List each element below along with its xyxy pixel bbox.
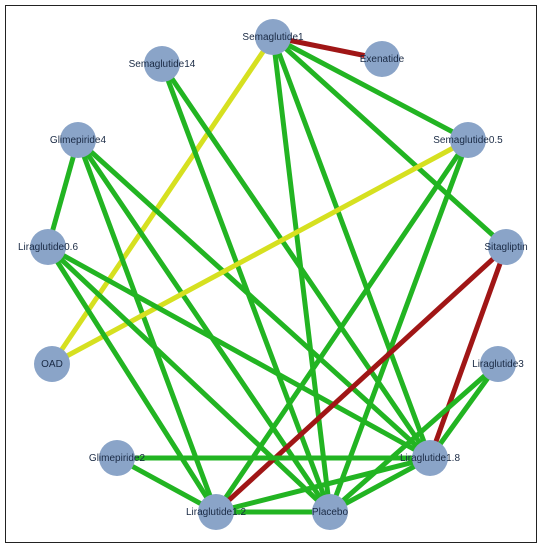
edge-sema1-placebo [270, 34, 333, 515]
edge-lira12-lira18 [213, 455, 433, 515]
edge-sita-lira12 [213, 244, 509, 515]
edge-sema14-lira18 [159, 61, 433, 461]
edge-sema1-oad [49, 34, 276, 367]
edge-glim4-lira12 [75, 137, 219, 515]
edge-lira3-placebo [327, 361, 501, 515]
edge-sema1-lira18 [270, 34, 433, 461]
edge-sema1-sema05 [270, 34, 471, 143]
edge-sema14-placebo [159, 61, 333, 515]
node-label-placebo: Placebo [312, 507, 349, 518]
node-exen [364, 41, 400, 77]
node-glim2 [99, 440, 135, 476]
node-label-glim4: Glimepiride4 [50, 135, 107, 146]
node-lira3 [480, 346, 516, 382]
node-label-lira3: Liraglutide3 [472, 359, 524, 370]
node-sema05 [450, 122, 486, 158]
edge-glim4-lira06 [45, 137, 81, 250]
edge-lira3-lira18 [427, 361, 501, 461]
edge-sema05-lira12 [213, 137, 471, 515]
node-label-sema05: Semaglutide0.5 [433, 135, 503, 146]
node-lira06 [30, 229, 66, 265]
node-label-sita: Sitagliptin [484, 242, 527, 253]
node-label-lira18: Liraglutide1.8 [400, 453, 460, 464]
node-glim4 [60, 122, 96, 158]
node-oad [34, 346, 70, 382]
edge-glim2-lira12 [114, 455, 219, 515]
node-placebo [312, 494, 348, 530]
edge-sita-lira18 [427, 244, 509, 461]
node-label-lira06: Liraglutide0.6 [18, 242, 78, 253]
node-label-exen: Exenatide [360, 54, 405, 65]
node-label-lira12: Liraglutide1.2 [186, 507, 246, 518]
edge-glim4-placebo [75, 137, 333, 515]
edge-lira06-lira12 [45, 244, 219, 515]
edge-lira06-placebo [45, 244, 333, 515]
node-label-sema14: Semaglutide14 [129, 59, 196, 70]
edge-sema1-sita [270, 34, 509, 250]
edge-sema05-oad [49, 137, 471, 367]
edge-layer [45, 34, 509, 515]
node-label-sema1: Semaglutide1 [242, 32, 304, 43]
node-sema14 [144, 46, 180, 82]
node-layer [30, 19, 524, 530]
node-lira18 [412, 440, 448, 476]
node-sita [488, 229, 524, 265]
edge-sema1-exen [270, 34, 385, 62]
edge-lira06-lira18 [45, 244, 433, 461]
node-lira12 [198, 494, 234, 530]
node-sema1 [255, 19, 291, 55]
node-label-glim2: Glimepiride2 [89, 453, 146, 464]
edge-placebo-lira18 [327, 455, 433, 515]
edge-sema05-placebo [327, 137, 471, 515]
node-label-oad: OAD [41, 359, 63, 370]
